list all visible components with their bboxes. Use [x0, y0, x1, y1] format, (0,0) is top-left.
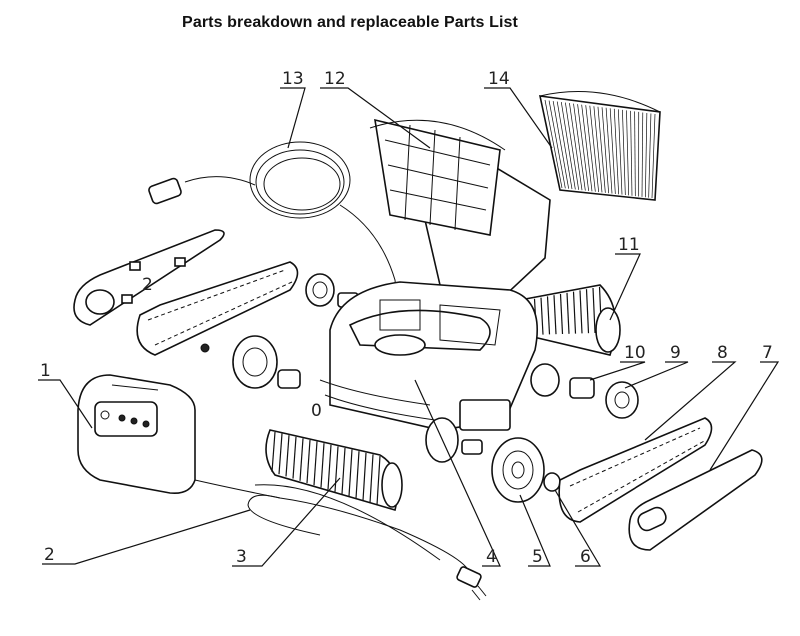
part-power-supply — [77, 374, 196, 495]
callout-labels: 1 2 3 4 5 6 7 8 9 10 11 12 13 14 — [40, 69, 773, 567]
part-right-track-belt — [558, 417, 713, 523]
body-mark: 0 — [311, 401, 322, 421]
part-left-track-belt — [136, 261, 299, 356]
callout-9: 9 — [670, 343, 681, 363]
part-power-cable — [194, 479, 487, 601]
side-plate-mark: 2 — [142, 275, 153, 295]
part-rear-roller-brush — [519, 284, 621, 356]
callout-3: 3 — [236, 547, 247, 567]
callout-11: 11 — [618, 235, 640, 255]
callout-8: 8 — [717, 343, 728, 363]
part-filter-mesh — [538, 91, 661, 201]
callout-6: 6 — [580, 547, 591, 567]
part-front-roller-brush — [265, 429, 403, 512]
part-drive-wheel — [491, 437, 545, 503]
callout-4: 4 — [486, 547, 497, 567]
part-filter-basket — [369, 118, 551, 301]
leader-lines — [38, 87, 780, 567]
callout-5: 5 — [532, 547, 543, 567]
callout-14: 14 — [488, 69, 510, 89]
part-robot-body: 0 — [311, 281, 560, 463]
callout-2: 2 — [44, 545, 55, 565]
part-floating-cable — [148, 141, 401, 336]
part-right-side-plate — [628, 449, 763, 551]
part-gear-bushing — [569, 377, 639, 419]
part-left-gears — [200, 273, 359, 389]
callout-12: 12 — [324, 69, 346, 89]
callout-1: 1 — [40, 361, 51, 381]
callout-7: 7 — [762, 343, 773, 363]
callout-10: 10 — [624, 343, 646, 363]
part-washer — [543, 472, 561, 492]
callout-13: 13 — [282, 69, 304, 89]
part-left-side-plate: 2 — [73, 229, 225, 326]
diagram-title: Parts breakdown and replaceable Parts Li… — [182, 14, 518, 31]
